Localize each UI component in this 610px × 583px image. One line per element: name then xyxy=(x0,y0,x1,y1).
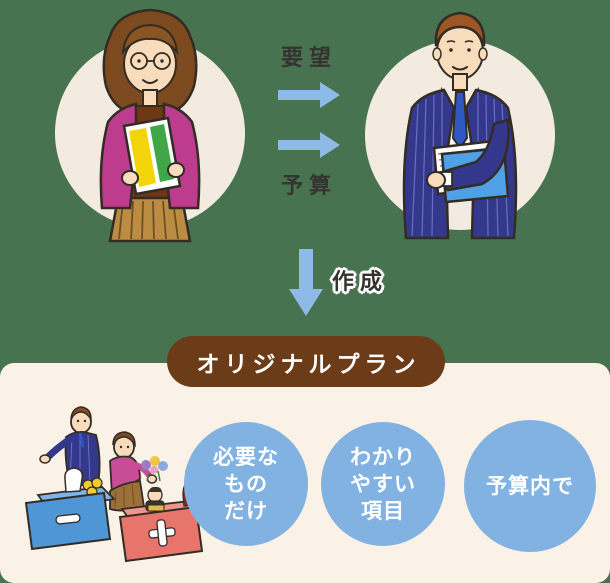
sorting-illustration xyxy=(24,406,204,563)
minus-icon xyxy=(55,513,81,525)
feature-circle-clear-items: わかり やすい 項目 xyxy=(321,422,445,546)
feature-circle-within-budget: 予算内で xyxy=(464,420,596,552)
plan-panel: 必要な もの だけ わかり やすい 項目 予算内で xyxy=(0,363,610,583)
original-plan-badge: オリジナルプラン xyxy=(167,336,445,387)
feature-line: 項目 xyxy=(361,499,405,523)
budget-label: 予算 xyxy=(280,173,337,198)
baby-icon xyxy=(145,486,165,512)
feature-line: わかり xyxy=(350,445,416,469)
minus-box xyxy=(24,467,116,551)
feature-line: 必要な xyxy=(213,445,279,469)
flowers-icon xyxy=(141,456,168,482)
feature-line: やすい xyxy=(350,472,416,496)
plus-icon xyxy=(148,519,176,547)
create-arrow-icon xyxy=(289,249,323,316)
plus-box xyxy=(118,470,204,563)
request-arrow-icon xyxy=(278,82,340,108)
feature-circle-only-necessary: 必要な もの だけ xyxy=(184,422,308,546)
planner-illustration xyxy=(365,11,555,240)
feature-line: もの xyxy=(224,472,268,496)
budget-arrow-icon xyxy=(278,132,340,158)
sorting-woman xyxy=(109,431,158,512)
glasses-icon xyxy=(130,52,171,70)
feature-line: 予算内で xyxy=(486,474,574,498)
request-label: 要望 xyxy=(280,45,337,70)
customer-illustration xyxy=(55,8,245,243)
create-label: 作成 xyxy=(331,269,388,294)
feature-line: だけ xyxy=(224,499,268,523)
